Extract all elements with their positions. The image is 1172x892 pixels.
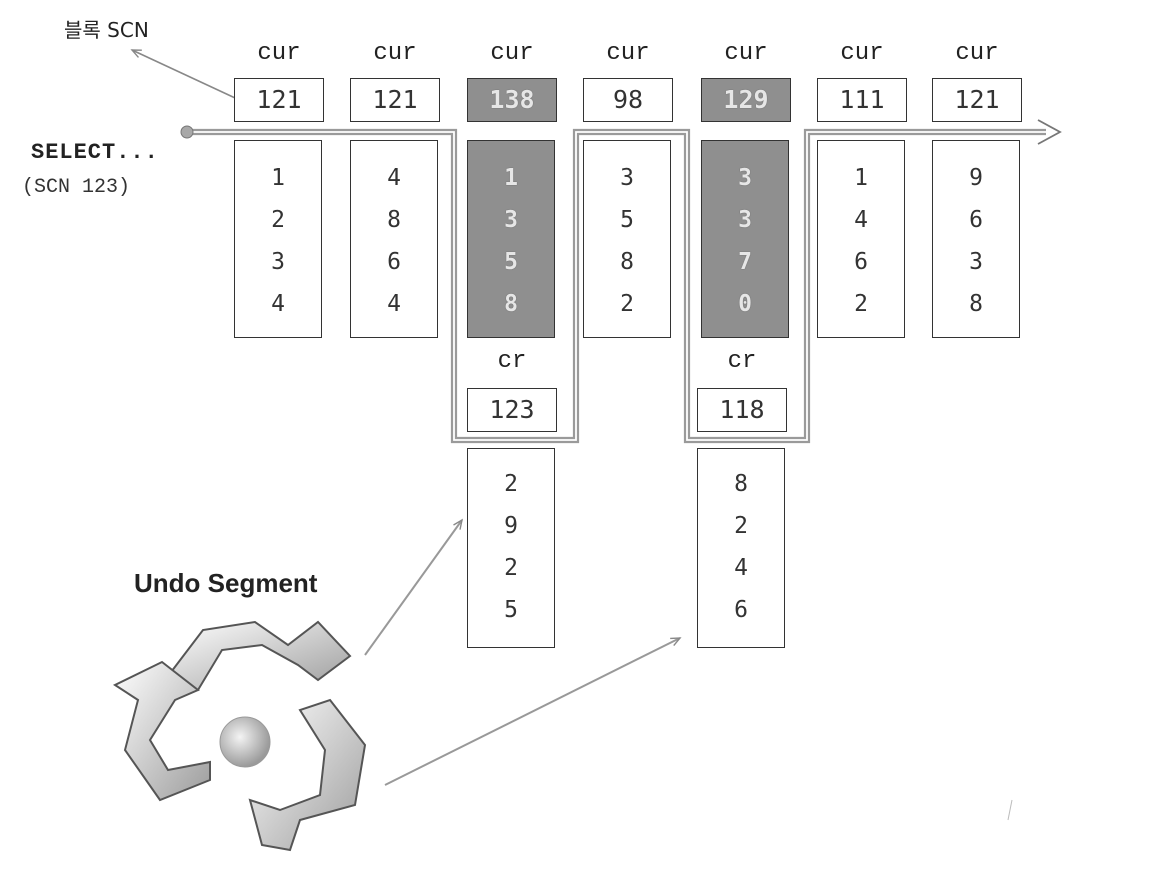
block-value: 4 xyxy=(854,207,868,233)
block-value: 1 xyxy=(854,165,868,191)
recycle-icon xyxy=(112,620,367,852)
block-scn: 98 xyxy=(583,78,673,122)
block-value: 4 xyxy=(734,555,748,581)
block-value: 8 xyxy=(734,471,748,497)
block-value: 3 xyxy=(738,207,752,233)
block-value: 6 xyxy=(969,207,983,233)
block-value: 3 xyxy=(738,165,752,191)
block-value: 5 xyxy=(504,249,518,275)
block-value: 2 xyxy=(271,207,285,233)
block-type-label: cur xyxy=(840,40,884,67)
block-type-label: cur xyxy=(955,40,999,67)
block-value: 3 xyxy=(504,207,518,233)
undo-segment-label: Undo Segment xyxy=(134,568,318,598)
stray-mark xyxy=(1007,799,1013,821)
block-value: 2 xyxy=(620,291,634,317)
block-scn: 123 xyxy=(467,388,557,432)
block-values: 8 2 4 6 xyxy=(697,448,785,648)
block-value: 1 xyxy=(504,165,518,191)
block-scn: 121 xyxy=(234,78,324,122)
block-value: 4 xyxy=(271,291,285,317)
block-value: 4 xyxy=(387,291,401,317)
block-value: 3 xyxy=(271,249,285,275)
undo-to-cr-118-arrow xyxy=(384,637,682,786)
block-values: 4 8 6 4 xyxy=(350,140,438,338)
block-values: 3 3 7 0 xyxy=(701,140,789,338)
select-start-dot xyxy=(180,125,194,139)
block-scn: 121 xyxy=(932,78,1022,122)
block-value: 6 xyxy=(387,249,401,275)
block-type-label: cur xyxy=(606,40,650,67)
block-value: 8 xyxy=(387,207,401,233)
block-values: 9 6 3 8 xyxy=(932,140,1020,338)
block-scn: 111 xyxy=(817,78,907,122)
block-values: 1 4 6 2 xyxy=(817,140,905,338)
block-scn: 121 xyxy=(350,78,440,122)
block-value: 8 xyxy=(969,291,983,317)
block-value: 3 xyxy=(620,165,634,191)
block-type-label: cur xyxy=(490,40,534,67)
block-value: 2 xyxy=(504,471,518,497)
block-value: 9 xyxy=(504,513,518,539)
undo-to-cr-123-arrow xyxy=(364,518,464,656)
block-type-label: cr xyxy=(497,348,527,375)
block-values: 1 3 5 8 xyxy=(467,140,555,338)
block-value: 2 xyxy=(504,555,518,581)
block-value: 6 xyxy=(734,597,748,623)
block-value: 7 xyxy=(738,249,752,275)
block-scn: 138 xyxy=(467,78,557,122)
block-type-label: cur xyxy=(257,40,301,67)
block-scn: 118 xyxy=(697,388,787,432)
block-value: 9 xyxy=(969,165,983,191)
block-value: 3 xyxy=(969,249,983,275)
recycle-center-ball xyxy=(219,716,271,768)
block-value: 2 xyxy=(734,513,748,539)
block-value: 5 xyxy=(504,597,518,623)
block-values: 2 9 2 5 xyxy=(467,448,555,648)
block-type-label: cur xyxy=(724,40,768,67)
block-scn: 129 xyxy=(701,78,791,122)
block-type-label: cr xyxy=(727,348,757,375)
select-scan-path xyxy=(187,128,1046,444)
block-value: 4 xyxy=(387,165,401,191)
block-values: 3 5 8 2 xyxy=(583,140,671,338)
scan-arrowhead xyxy=(1037,119,1062,145)
block-value: 1 xyxy=(271,165,285,191)
block-value: 0 xyxy=(738,291,752,317)
block-value: 5 xyxy=(620,207,634,233)
block-values: 1 2 3 4 xyxy=(234,140,322,338)
block-value: 8 xyxy=(620,249,634,275)
block-value: 6 xyxy=(854,249,868,275)
block-type-label: cur xyxy=(373,40,417,67)
block-scn-label: 블록 SCN xyxy=(64,18,149,42)
select-scn-label: (SCN 123) xyxy=(22,176,131,199)
block-value: 2 xyxy=(854,291,868,317)
block-value: 8 xyxy=(504,291,518,317)
select-label: SELECT... xyxy=(31,140,159,165)
block-scn-pointer-arrow xyxy=(130,49,249,105)
